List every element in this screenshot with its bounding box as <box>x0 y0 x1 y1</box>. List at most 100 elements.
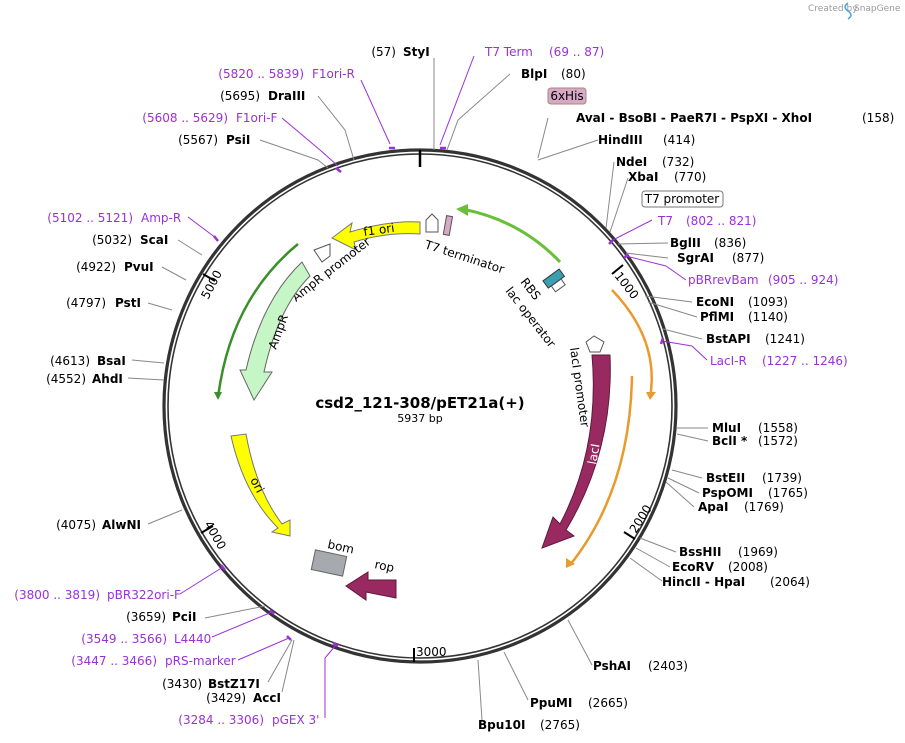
svg-text:pRS-marker: pRS-marker <box>165 654 236 668</box>
site-pvui[interactable]: (4922) PvuI <box>76 260 154 274</box>
site-sgrai[interactable]: SgrAI (877) <box>677 251 764 265</box>
svg-text:(2765): (2765) <box>540 718 580 732</box>
svg-text:(2665): (2665) <box>588 696 628 710</box>
primer-pbr322ori[interactable]: (3800 .. 3819) pBR322ori-F <box>14 588 181 602</box>
site-styi[interactable]: (57) StyI <box>371 45 429 59</box>
rbs-block <box>550 278 566 293</box>
svg-text:(1739): (1739) <box>762 471 802 485</box>
svg-text:BglII: BglII <box>670 236 701 250</box>
site-bsshii[interactable]: BssHII (1969) <box>679 545 778 559</box>
site-econi[interactable]: EcoNI (1093) <box>696 295 788 309</box>
credit-brand: SnapGene <box>854 4 901 14</box>
site-scai[interactable]: (5032) ScaI <box>92 233 168 247</box>
primer-prs-marker[interactable]: (3447 .. 3466) pRS-marker <box>71 654 235 668</box>
site-bcli[interactable]: BclI * (1572) <box>712 434 798 448</box>
laci-feature <box>541 354 611 549</box>
svg-text:(802 .. 821): (802 .. 821) <box>686 214 756 228</box>
site-leaders <box>127 58 709 721</box>
svg-text:(905 .. 924): (905 .. 924) <box>768 273 838 287</box>
svg-text:Bpu10I: Bpu10I <box>478 718 525 732</box>
orange-arc-1 <box>611 289 653 399</box>
svg-text:(4613): (4613) <box>50 354 90 368</box>
site-alwni[interactable]: (4075) AlwNI <box>56 518 141 532</box>
site-bstz17i[interactable]: (3430) BstZ17I <box>162 677 260 691</box>
site-psti[interactable]: (4797) PstI <box>66 296 141 310</box>
svg-text:PvuI: PvuI <box>124 260 154 274</box>
site-apai[interactable]: ApaI (1769) <box>698 500 784 514</box>
primer-amp-r[interactable]: (5102 .. 5121) Amp-R <box>47 211 181 225</box>
tick-3000: 3000 <box>416 645 447 659</box>
svg-text:(414): (414) <box>663 133 695 147</box>
f1-ori-label: f1 ori <box>362 221 395 239</box>
svg-text:(80): (80) <box>561 67 586 81</box>
site-ahdi[interactable]: (4552) AhdI <box>46 372 123 386</box>
site-bsai[interactable]: (4613) BsaI <box>50 354 126 368</box>
svg-text:BssHII: BssHII <box>679 545 721 559</box>
primer-f1ori-r[interactable]: (5820 .. 5839) F1ori-R <box>218 67 355 81</box>
t7-promoter-arrowhead <box>456 204 468 216</box>
svg-text:BstZ17I: BstZ17I <box>208 677 260 691</box>
svg-text:HincII - HpaI: HincII - HpaI <box>662 575 745 589</box>
snapgene-credit: Created by SnapGene <box>808 2 901 20</box>
site-ndei[interactable]: NdeI (732) <box>616 155 694 169</box>
svg-text:BlpI: BlpI <box>521 67 547 81</box>
site-acci[interactable]: (3429) AccI <box>206 691 281 705</box>
primer-f1ori-f[interactable]: (5608 .. 5629) F1ori-F <box>142 111 277 125</box>
credit-prefix: Created by <box>808 4 858 14</box>
site-pspomi[interactable]: PspOMI (1765) <box>702 486 808 500</box>
svg-text:(1227 .. 1246): (1227 .. 1246) <box>762 354 848 368</box>
svg-text:PpuMI: PpuMI <box>530 696 572 710</box>
site-xbai[interactable]: XbaI (770) <box>628 170 706 184</box>
primer-leaders <box>179 55 708 718</box>
svg-text:(1765): (1765) <box>768 486 808 500</box>
svg-text:BstAPI: BstAPI <box>706 332 751 346</box>
site-pcii[interactable]: (3659) PciI <box>126 610 196 624</box>
svg-text:(732): (732) <box>662 155 694 169</box>
his-tag-mark <box>442 215 454 236</box>
his-tag-label: 6xHis <box>550 89 583 103</box>
svg-text:LacI-R: LacI-R <box>710 354 747 368</box>
site-blpi[interactable]: BlpI (80) <box>521 67 586 81</box>
bom-label: bom <box>326 537 355 556</box>
site-psii[interactable]: (5567) PsiI <box>178 133 250 147</box>
svg-text:PsiI: PsiI <box>226 133 250 147</box>
primer-lacir[interactable]: LacI-R (1227 .. 1246) <box>710 354 848 368</box>
site-avai-group[interactable]: AvaI - BsoBI - PaeR7I - PspXI - XhoI (15… <box>576 111 894 125</box>
site-mlui[interactable]: MluI (1558) <box>712 421 798 435</box>
laci-promoter-arrow <box>585 335 605 353</box>
site-hincii-group[interactable]: HincII - HpaI (2064) <box>662 575 810 589</box>
primer-pbrrevbam[interactable]: pBRrevBam (905 .. 924) <box>688 273 838 287</box>
site-hindiii[interactable]: HindIII (414) <box>598 133 695 147</box>
site-bstapi[interactable]: BstAPI (1241) <box>706 332 805 346</box>
site-bsteii[interactable]: BstEII (1739) <box>706 471 802 485</box>
site-pshai[interactable]: PshAI (2403) <box>593 659 688 673</box>
svg-text:AlwNI: AlwNI <box>102 518 141 532</box>
primer-l4440[interactable]: (3549 .. 3566) L4440 <box>81 632 211 646</box>
svg-text:EcoNI: EcoNI <box>696 295 734 309</box>
svg-text:(3430): (3430) <box>162 677 202 691</box>
primer-pgex[interactable]: (3284 .. 3306) pGEX 3' <box>178 713 319 727</box>
primer-t7[interactable]: T7 (802 .. 821) <box>657 214 756 228</box>
svg-text:T7: T7 <box>657 214 673 228</box>
svg-text:(5567): (5567) <box>178 133 218 147</box>
site-pflmi[interactable]: PflMI (1140) <box>700 310 788 324</box>
svg-text:(158): (158) <box>862 111 894 125</box>
ori-label: ori <box>247 475 267 495</box>
site-bglii[interactable]: BglII (836) <box>670 236 746 250</box>
site-ppumi[interactable]: PpuMI (2665) <box>530 696 628 710</box>
svg-text:(1969): (1969) <box>738 545 778 559</box>
primer-t7term[interactable]: T7 Term (69 .. 87) <box>484 45 604 59</box>
svg-text:(1140): (1140) <box>748 310 788 324</box>
tick-1000: 1000 <box>612 269 642 302</box>
svg-text:(770): (770) <box>674 170 706 184</box>
site-bpu10i[interactable]: Bpu10I (2765) <box>478 718 580 732</box>
svg-text:(5608 .. 5629): (5608 .. 5629) <box>142 111 228 125</box>
svg-text:(3284 .. 3306): (3284 .. 3306) <box>178 713 264 727</box>
site-ecorv[interactable]: EcoRV (2008) <box>672 560 768 574</box>
plasmid-length: 5937 bp <box>397 412 442 425</box>
svg-text:(4797): (4797) <box>66 296 106 310</box>
site-draiii[interactable]: (5695) DraIII <box>220 89 305 103</box>
svg-text:SgrAI: SgrAI <box>677 251 714 265</box>
t7-terminator-arrow <box>425 213 439 233</box>
